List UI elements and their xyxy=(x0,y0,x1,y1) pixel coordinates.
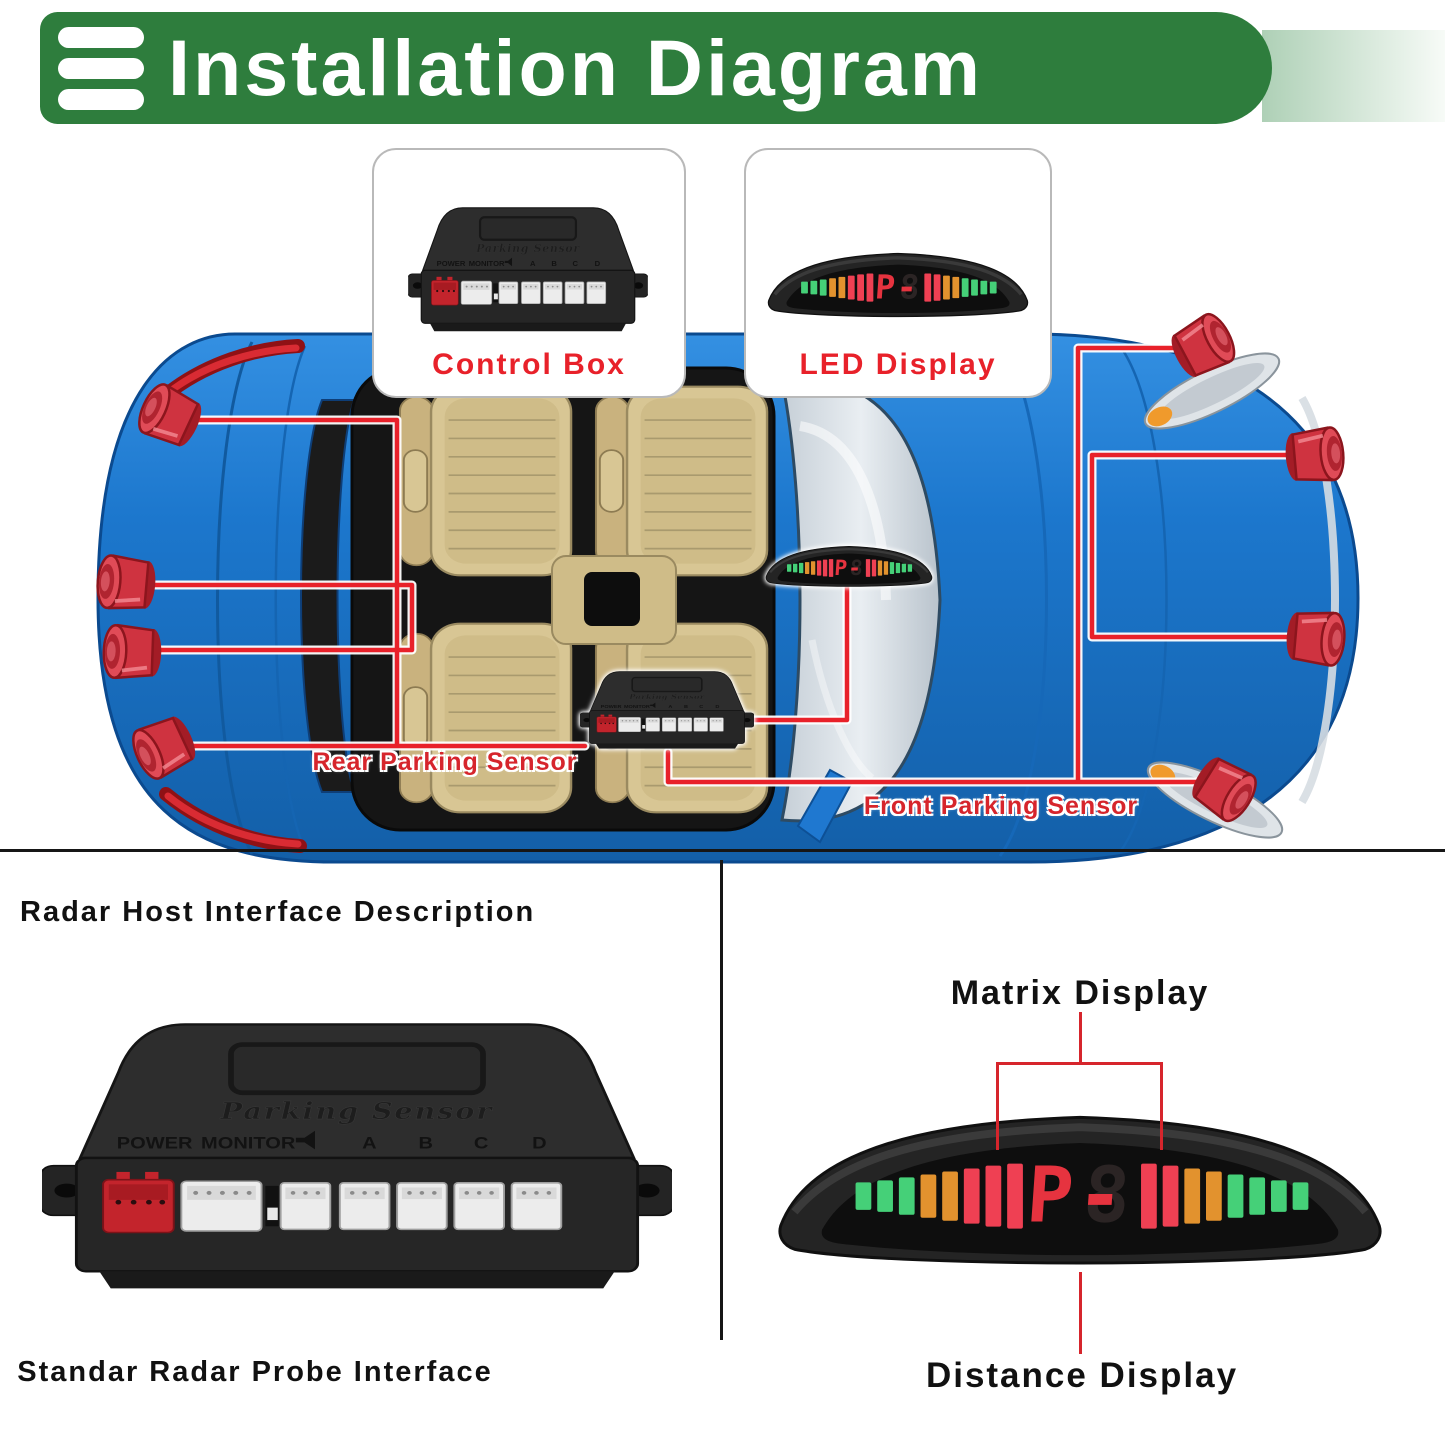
headlight-left xyxy=(1143,352,1281,430)
distance-display-label: Distance Display xyxy=(925,1356,1239,1395)
control-box-label: Control Box xyxy=(432,348,626,381)
led-display-wire xyxy=(744,577,850,723)
hamburger-menu-icon xyxy=(58,17,146,120)
banner-gradient-tail xyxy=(1262,30,1445,122)
page-title: Installation Diagram xyxy=(168,23,984,112)
matrix-pointer-stem xyxy=(1079,1012,1082,1064)
matrix-pointer-bar xyxy=(996,1062,1163,1065)
host-interface-title: Radar Host Interface Description xyxy=(20,896,536,928)
header-banner: Installation Diagram xyxy=(40,12,1272,124)
matrix-display-label: Matrix Display xyxy=(950,974,1210,1012)
rear-window xyxy=(300,399,356,793)
front-parking-sensor-label: Front Parking Sensor xyxy=(863,792,1139,820)
car-body xyxy=(96,330,1360,864)
matrix-pointer-right xyxy=(1160,1062,1163,1150)
front-sensor-wires xyxy=(665,345,1315,785)
sensor-wiring xyxy=(147,345,1315,785)
control-box-callout-card: Control Box xyxy=(372,148,686,398)
rear-sensor-wires xyxy=(147,417,588,749)
vertical-divider xyxy=(720,860,723,1340)
led-display-label: LED Display xyxy=(799,348,997,381)
in-car-control-box xyxy=(580,670,754,750)
rear-parking-sensor-label: Rear Parking Sensor xyxy=(312,748,578,776)
matrix-pointer-left xyxy=(996,1062,999,1150)
horizontal-divider xyxy=(0,849,1445,852)
distance-pointer-stem xyxy=(1079,1272,1082,1354)
probe-interface-caption: Standar Radar Probe Interface xyxy=(17,1356,493,1388)
led-display-callout-card: LED Display xyxy=(744,148,1052,398)
